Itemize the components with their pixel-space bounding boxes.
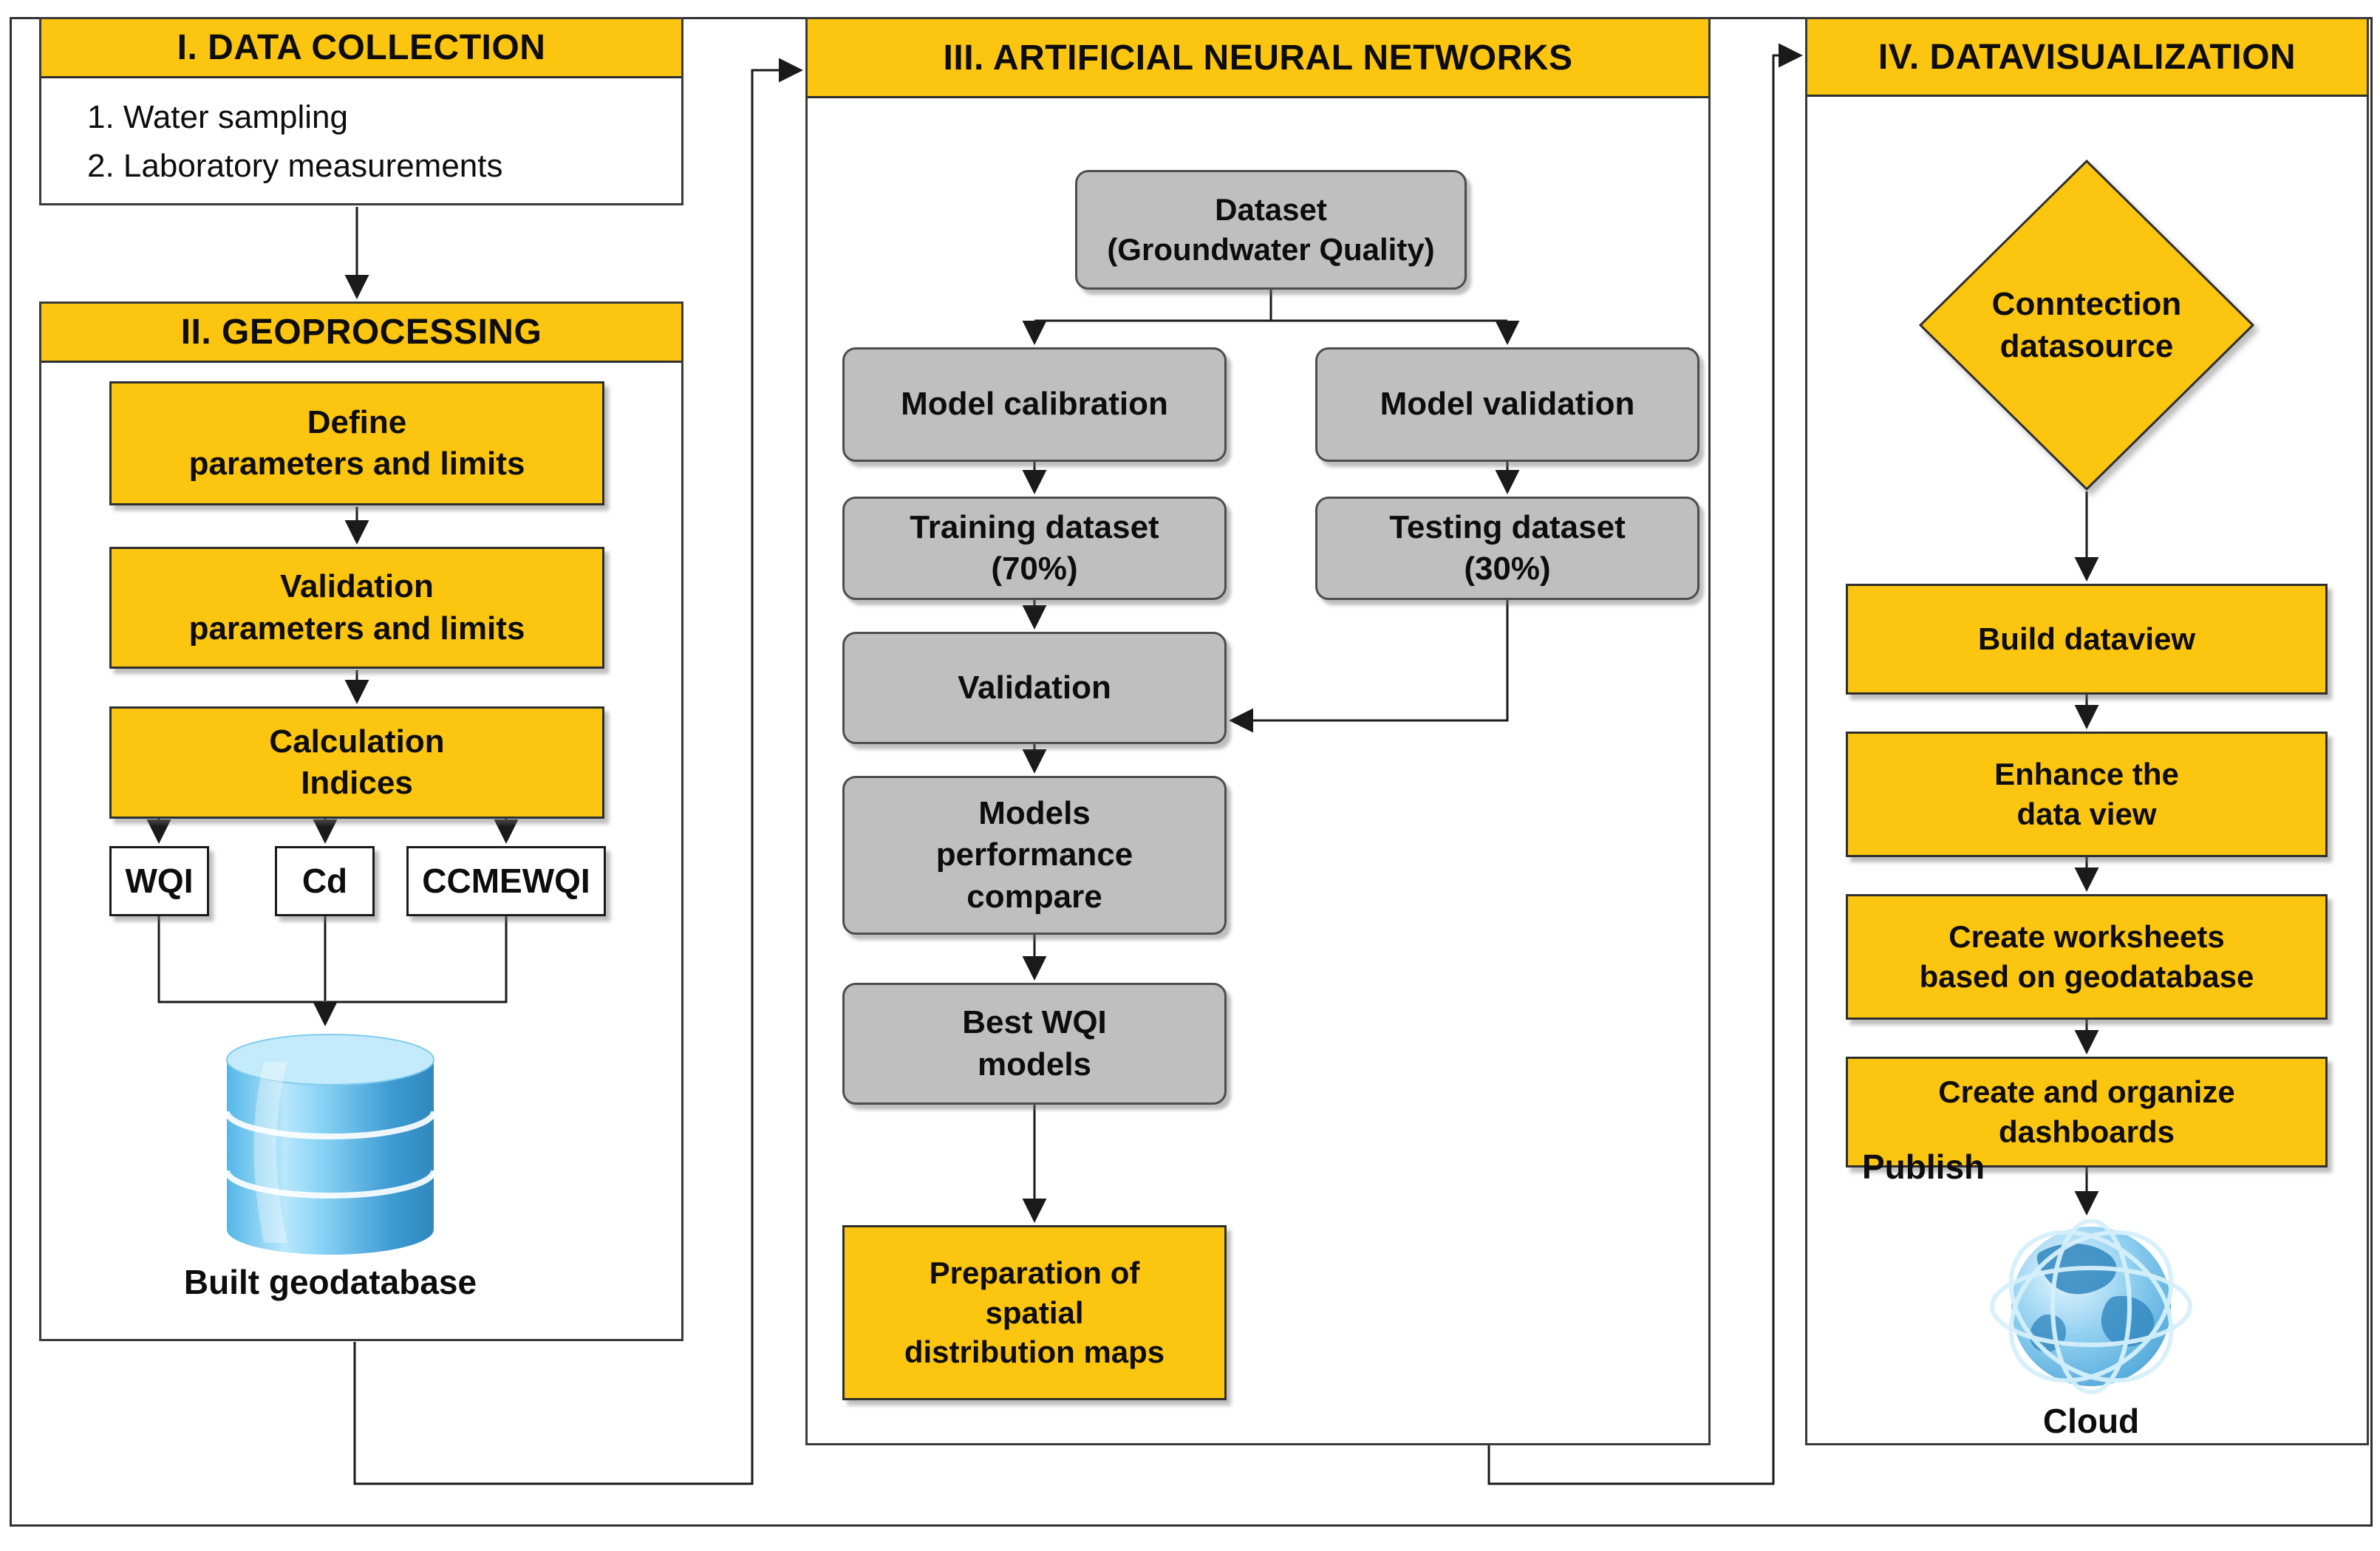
section4-header: IV. DATAVISUALIZATION [1807,19,2367,97]
node-model-validation: Model validation [1315,347,1699,462]
section1-header: I. DATA COLLECTION [41,19,681,78]
publish-label: Publish [1862,1148,1985,1186]
node-define-parameters: Define parameters and limits [109,381,604,505]
section2-header: II. GEOPROCESSING [41,304,681,363]
node-create-worksheets: Create worksheets based on geodatabase [1846,894,2328,1020]
node-calculation-indices: Calculation Indices [109,706,604,819]
merge-ccmewqi-line [327,916,508,1003]
diamond-label: Conntection datasource [1991,285,2182,364]
node-wqi: WQI [109,846,209,916]
node-model-calibration: Model calibration [842,347,1227,462]
connector-geoprocessing-to-ann [353,58,803,1485]
node-validation-parameters: Validation parameters and limits [109,547,604,669]
node-models-performance: Models performance compare [842,776,1227,935]
node-testing-dataset: Testing dataset (30%) [1315,497,1699,600]
node-preparation-maps: Preparation of spatial distribution maps [842,1225,1227,1400]
node-cd: Cd [275,846,375,916]
database-cylinder-icon [219,1029,441,1258]
list-item: 1. Water sampling [87,99,348,135]
cloud-label: Cloud [2042,1402,2140,1440]
arrow-testing-to-validationstep [1229,600,1509,733]
node-ccmewqi: CCMEWQI [406,846,606,916]
node-best-wqi-models: Best WQI models [842,983,1227,1105]
node-connection-datasource-diamond: Conntection datasource [1918,159,2255,491]
node-create-dashboards: Create and organize dashboards [1846,1057,2328,1167]
section3-header: III. ARTIFICIAL NEURAL NETWORKS [808,19,1708,98]
node-enhance-dataview: Enhance the data view [1846,732,2328,857]
list-item: 2. Laboratory measurements [87,148,503,184]
node-validation-step: Validation [842,632,1227,744]
node-build-dataview: Build dataview [1846,584,2328,695]
data-collection-items: 1. Water sampling 2. Laboratory measurem… [87,93,666,191]
merge-wqi-line [157,916,324,1003]
globe-icon [1988,1218,2195,1397]
node-dataset: Dataset (Groundwater Quality) [1075,170,1467,290]
geodatabase-label: Built geodatabase [183,1263,477,1301]
connector-ann-to-datavisualization [1487,43,1803,1485]
section-data-collection: I. DATA COLLECTION 1. Water sampling 2. … [39,17,683,205]
node-training-dataset: Training dataset (70%) [842,497,1227,600]
